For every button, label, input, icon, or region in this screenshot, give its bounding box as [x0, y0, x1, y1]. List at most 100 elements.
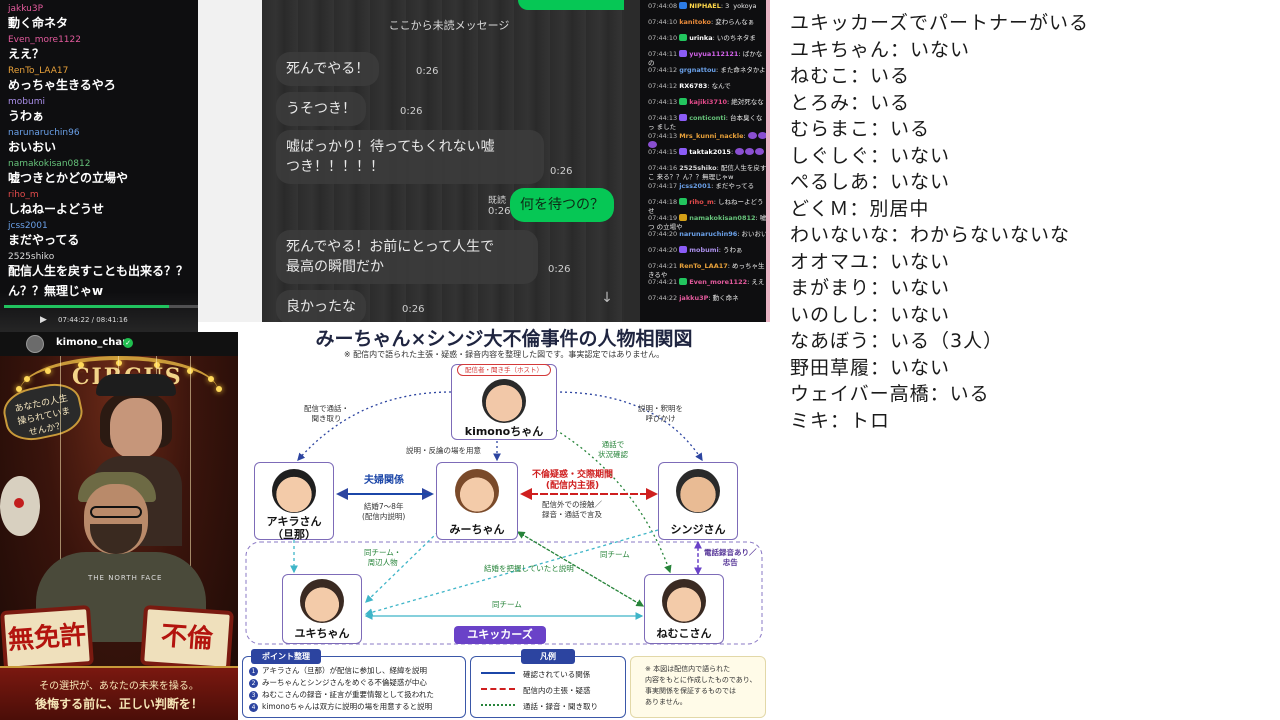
partner-list-row: オオマユ：いない: [790, 250, 951, 273]
chat-text: 絶対死なな: [731, 98, 764, 106]
chat-username[interactable]: Even_more1122: [689, 278, 748, 286]
chat-text: なんで: [711, 82, 731, 90]
shirt-logo: THE NORTH FACE: [88, 574, 163, 582]
chat-username[interactable]: namakokisan0812: [8, 159, 91, 169]
chat-username[interactable]: jakku3P: [679, 294, 709, 302]
play-icon[interactable]: ▶: [40, 315, 47, 325]
separator: :: [716, 66, 721, 74]
line-mi-yuki: [365, 531, 439, 603]
chat-text: まだやってる: [715, 182, 755, 190]
chat-username[interactable]: mobumi: [8, 97, 45, 107]
man-glasses: [90, 506, 142, 518]
chat-username[interactable]: Mrs_kunni_nackle: [679, 132, 744, 140]
chat-badge-icon: [679, 278, 688, 285]
line-time-2: 0:26: [400, 106, 423, 117]
chat-username[interactable]: mobumi: [689, 246, 719, 254]
chat-username[interactable]: riho_m: [689, 198, 714, 206]
label-host-nemuko: 通話で 状況確認: [598, 440, 628, 459]
read-receipt: 既読: [488, 196, 507, 206]
partner-list-row: むらまこ：いる: [790, 118, 931, 140]
clown-nose: [14, 498, 24, 508]
yuki-avatar: [300, 579, 344, 623]
separator: :: [737, 230, 742, 238]
chat-username[interactable]: riho_m: [8, 190, 39, 200]
legend-allegation: 配信内の主張・疑惑: [481, 686, 591, 696]
chat-text: 動く命ネタ: [8, 16, 69, 30]
puppet-string: [60, 356, 61, 566]
label-mi-nemuko: 結婚を把握していたと説明: [484, 564, 574, 573]
node-mi: みーちゃん: [436, 462, 518, 540]
chat-username[interactable]: urinka: [689, 34, 713, 42]
emote-icon: [747, 132, 757, 139]
chat-username[interactable]: NIPHAEL: [689, 2, 721, 10]
separator: :: [720, 2, 726, 10]
chat-text: 配信人生を戻すことも出来る？？: [8, 264, 189, 278]
circus-poster: CIRCUS あなたの人生 操られていませんか？ THE NORTH FACE …: [0, 356, 238, 720]
line-time-3: 0:26: [550, 166, 573, 177]
line-bubble-2: うそつき！: [276, 92, 366, 126]
video-time: 07:44:22 / 08:41:16: [58, 316, 128, 324]
separator: :: [713, 198, 719, 206]
chat-text: しねねーよどうせ: [648, 198, 764, 215]
partner-list-heading: ユキッカーズでパートナーがいる: [790, 12, 1090, 34]
chat-username[interactable]: RenTo_LAA17: [679, 262, 728, 270]
chat-text: また命ネタかよ: [720, 66, 766, 74]
chat-timestamp: 07:44:17: [648, 182, 678, 190]
arrow-down-icon[interactable]: ↓: [601, 290, 613, 306]
chat-username[interactable]: 2525shiko: [8, 252, 55, 262]
emote-icon: [735, 148, 745, 155]
chat-username[interactable]: narunaruchin96: [679, 230, 738, 238]
chat-username[interactable]: jcss2001: [679, 182, 712, 190]
chat-timestamp: 07:44:13: [648, 114, 678, 122]
chat-username[interactable]: narunaruchin96: [8, 128, 80, 138]
line-mi-nemuko: [517, 531, 645, 607]
separator: :: [730, 148, 736, 156]
separator: :: [738, 50, 743, 58]
chat-timestamp: 07:44:20: [648, 246, 678, 254]
chat-username[interactable]: kajiki3710: [689, 98, 728, 106]
chat-timestamp: 07:44:15: [648, 148, 678, 156]
separator: :: [708, 294, 713, 302]
chat-username[interactable]: grgnattou: [679, 66, 717, 74]
chat-username[interactable]: kanitoko: [679, 18, 711, 26]
chat-username[interactable]: jakku3P: [8, 4, 44, 14]
chat-username[interactable]: Even_more1122: [8, 35, 81, 45]
chat-timestamp: 07:44:22: [648, 294, 678, 302]
label-marriage-note: 結婚7〜8年 (配信内説明): [362, 502, 406, 521]
bulb-light: [186, 367, 193, 374]
shinji-avatar: [676, 469, 720, 513]
chat-text: ばかなの: [648, 50, 763, 67]
puppet-string: [190, 356, 191, 566]
partner-list-row: なあぼう：いる（3人）: [790, 330, 1004, 352]
chat-text: ええ: [751, 278, 765, 286]
video-controls: ▶ 07:44:22 / 08:41:16: [0, 303, 198, 332]
chat-username[interactable]: jcss2001: [8, 221, 48, 231]
chat-username[interactable]: 2525shiko: [679, 164, 717, 172]
chat-message: jakku3P 動く命ネタ: [8, 4, 198, 31]
chat-username[interactable]: namakokisan0812: [689, 214, 756, 222]
poster-tagline-1: その選択が、あなたの未来を操る。: [39, 681, 199, 692]
node-mi-name: みーちゃん: [449, 523, 505, 536]
chat-username[interactable]: conticonti: [689, 114, 726, 122]
streamer-name[interactable]: kimono_chan: [56, 337, 130, 348]
chat-username[interactable]: RX6783: [679, 82, 708, 90]
chat-username[interactable]: taktak2015: [689, 148, 731, 156]
unread-divider: ここから未読メッセージ: [388, 19, 510, 32]
relationship-diagram: みーちゃん×シンジ大不倫事件の人物相関図 ※ 配信内で語られた主張・疑惑・録音内…: [238, 322, 770, 720]
line-time-4: 0:26: [488, 206, 511, 217]
streamer-avatar[interactable]: [26, 335, 44, 353]
chat-username[interactable]: yuyua112121: [689, 50, 739, 58]
video-progress-bar[interactable]: [4, 305, 198, 308]
chat-username[interactable]: RenTo_LAA17: [8, 66, 69, 76]
chat-text: 3: [725, 2, 730, 10]
